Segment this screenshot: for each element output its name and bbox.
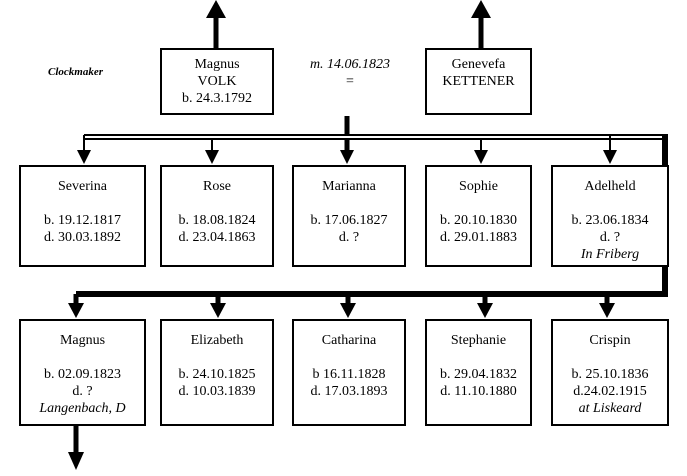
child-death: d. ? bbox=[338, 230, 360, 245]
marriage-date: m. 14.06.1823 bbox=[309, 57, 391, 72]
marriage-label: m. 14.06.1823 = bbox=[290, 56, 410, 90]
father-box: Magnus VOLK b. 24.3.1792 bbox=[160, 48, 274, 115]
mother-lineage-arrow bbox=[471, 0, 491, 48]
child-death: d. 23.04.1863 bbox=[178, 230, 256, 245]
marriage-symbol: = bbox=[346, 74, 354, 89]
child-death: d. ? bbox=[599, 230, 621, 245]
child-place-note: In Friberg bbox=[580, 247, 640, 262]
occupation-note: Clockmaker bbox=[48, 66, 103, 78]
father-lineage-arrow bbox=[206, 0, 226, 48]
child-birth: b 16.11.1828 bbox=[312, 367, 386, 382]
mother-given-name: Genevefa bbox=[451, 57, 506, 72]
child-death: d. ? bbox=[72, 384, 93, 399]
father-given-name: Magnus bbox=[194, 57, 240, 72]
child-death: d. 30.03.1892 bbox=[44, 230, 121, 245]
child-name: Elizabeth bbox=[190, 333, 244, 348]
child-birth: b. 29.04.1832 bbox=[440, 367, 517, 382]
row1-child-arrows bbox=[77, 135, 617, 164]
mother-box: Genevefa KETTENER bbox=[425, 48, 532, 115]
child-birth: b. 17.06.1827 bbox=[310, 213, 388, 228]
family-bus bbox=[76, 134, 668, 297]
child-birth: b. 24.10.1825 bbox=[178, 367, 256, 382]
child-death: d. 11.10.1880 bbox=[440, 384, 517, 399]
child-name: Catharina bbox=[321, 333, 377, 348]
child-name: Marianna bbox=[322, 179, 376, 194]
child-box-stephanie: Stephanie b. 29.04.1832 d. 11.10.1880 bbox=[425, 319, 532, 426]
child-box-crispin: Crispin b. 25.10.1836 d.24.02.1915 at Li… bbox=[551, 319, 669, 426]
child-birth: b. 18.08.1824 bbox=[178, 213, 256, 228]
child-name: Magnus bbox=[59, 333, 106, 348]
child-box-marianna: Marianna b. 17.06.1827 d. ? bbox=[292, 165, 406, 267]
child-death: d.24.02.1915 bbox=[573, 384, 647, 399]
child-name: Severina bbox=[58, 179, 107, 194]
child-name: Sophie bbox=[459, 179, 498, 194]
child-birth: b. 23.06.1834 bbox=[571, 213, 649, 228]
mother-surname: KETTENER bbox=[442, 74, 515, 89]
child-death: d. 10.03.1839 bbox=[178, 384, 256, 399]
child-place-note: Langenbach, D bbox=[39, 401, 126, 416]
child-name: Stephanie bbox=[450, 333, 507, 348]
child-birth: b. 02.09.1823 bbox=[44, 367, 121, 382]
child-death: d. 29.01.1883 bbox=[440, 230, 517, 245]
child-name: Rose bbox=[203, 179, 231, 194]
child-box-catharina: Catharina b 16.11.1828 d. 17.03.1893 bbox=[292, 319, 406, 426]
child-box-severina: Severina b. 19.12.1817 d. 30.03.1892 bbox=[19, 165, 146, 267]
child-box-adelheld: Adelheld b. 23.06.1834 d. ? In Friberg bbox=[551, 165, 669, 267]
child-birth: b. 25.10.1836 bbox=[571, 367, 649, 382]
child-box-magnus: Magnus b. 02.09.1823 d. ? Langenbach, D bbox=[19, 319, 146, 426]
child-name: Adelheld bbox=[584, 179, 636, 194]
father-surname: VOLK bbox=[197, 74, 237, 89]
child-box-sophie: Sophie b. 20.10.1830 d. 29.01.1883 bbox=[425, 165, 532, 267]
child-birth: b. 19.12.1817 bbox=[44, 213, 121, 228]
child-birth: b. 20.10.1830 bbox=[440, 213, 517, 228]
row2-child-arrows bbox=[68, 294, 615, 318]
child-box-elizabeth: Elizabeth b. 24.10.1825 d. 10.03.1839 bbox=[160, 319, 274, 426]
child-place-note: at Liskeard bbox=[578, 401, 642, 416]
child-death: d. 17.03.1893 bbox=[310, 384, 388, 399]
child-box-rose: Rose b. 18.08.1824 d. 23.04.1863 bbox=[160, 165, 274, 267]
child-name: Crispin bbox=[589, 333, 631, 348]
father-birth: b. 24.3.1792 bbox=[182, 91, 252, 106]
magnus-descendant-arrow bbox=[68, 426, 84, 470]
